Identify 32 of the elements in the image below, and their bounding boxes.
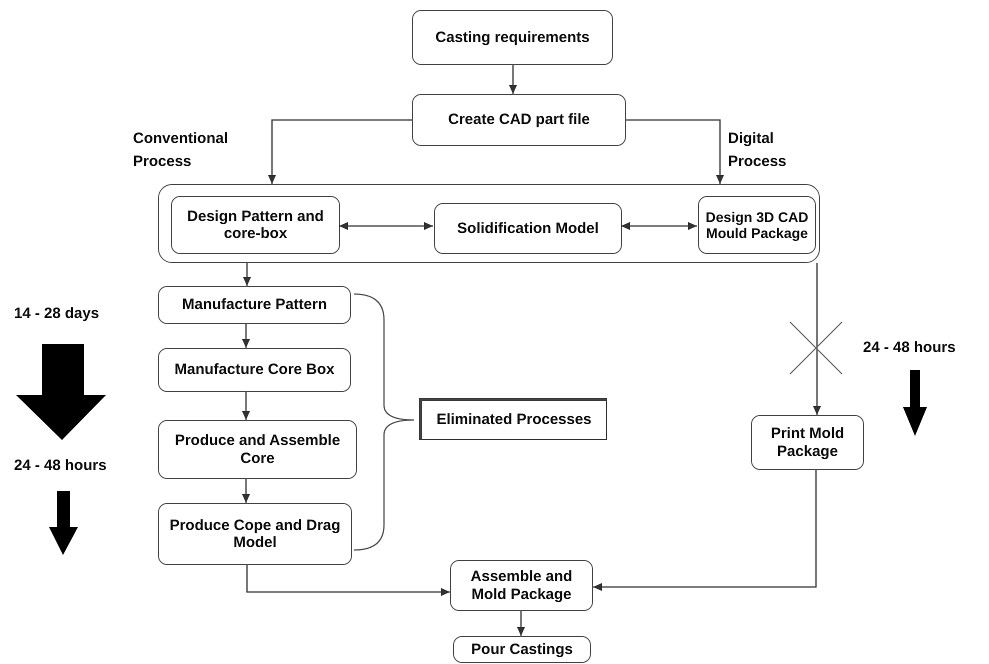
- process-box: Manufacture Pattern: [158, 286, 351, 324]
- process-box: Produce Cope and Drag Model: [158, 503, 352, 565]
- process-group-frame: [158, 184, 820, 263]
- annotation-label: 24 - 48 hours: [14, 456, 107, 476]
- process-box: Create CAD part file: [412, 94, 626, 146]
- arrow: [621, 222, 697, 230]
- arrow: [268, 119, 412, 184]
- process-box: Produce and Assemble Core: [158, 420, 357, 479]
- arrow: [626, 119, 724, 184]
- arrow: [339, 222, 433, 230]
- process-box: Assemble and Mold Package: [450, 560, 593, 611]
- arrow: [242, 324, 250, 348]
- arrow: [242, 479, 250, 503]
- arrow: [813, 263, 821, 415]
- annotation-label: 14 - 28 days: [14, 304, 100, 324]
- process-box: Design Pattern and core-box: [171, 196, 340, 254]
- annotation-label: 24 - 48 hours: [863, 338, 956, 358]
- process-box: Solidification Model: [434, 203, 622, 254]
- arrow: [242, 392, 250, 420]
- arrow: [509, 65, 517, 94]
- process-box: Pour Castings: [453, 636, 591, 663]
- process-box: Print Mold Package: [751, 415, 864, 470]
- process-box: Design 3D CAD Mould Package: [698, 196, 816, 254]
- arrow: [517, 611, 525, 636]
- arrow: [246, 565, 450, 596]
- arrow: [243, 263, 251, 286]
- annotation-label: Conventional Process: [133, 129, 230, 172]
- process-box: Casting requirements: [412, 10, 613, 65]
- annotation-label: Digital Process: [728, 129, 788, 172]
- process-box: Manufacture Core Box: [158, 348, 351, 392]
- note-box: Eliminated Processes: [419, 398, 607, 440]
- arrow: [593, 470, 817, 591]
